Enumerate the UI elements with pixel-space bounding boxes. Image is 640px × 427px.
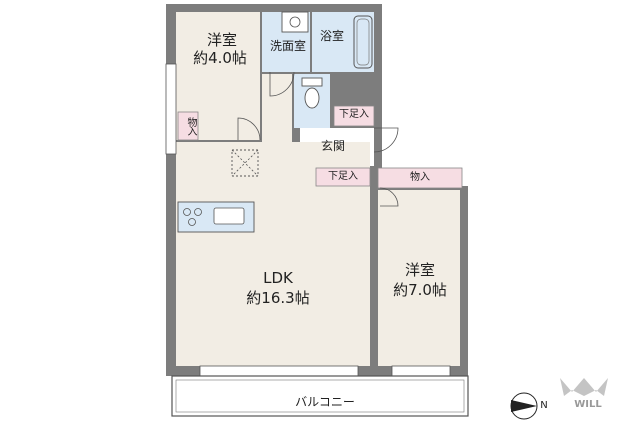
- western-room-2-name: 洋室: [404, 261, 435, 279]
- door-swing-entrance: [373, 127, 399, 153]
- bathroom-floor: [312, 12, 374, 72]
- stove-burner-3: [188, 218, 196, 226]
- western-room-1-name: 洋室: [206, 31, 237, 49]
- will-logo-icon: [560, 378, 608, 396]
- western-room-2-floor: [378, 190, 460, 366]
- basin-bowl: [289, 16, 301, 28]
- storage-2-box: [377, 167, 463, 189]
- shoe-closet-2-box: [315, 167, 371, 187]
- stove-burner-1: [183, 208, 191, 216]
- western-room-2-size: 約7.0帖: [393, 281, 447, 299]
- window-western-room-2: [391, 365, 451, 377]
- bathtub-inner: [356, 18, 370, 66]
- stove-burner-2: [194, 208, 202, 216]
- bathtub: [353, 15, 373, 69]
- north-arrow-pointer: [511, 400, 537, 412]
- shoe-closet-2-label: 下足入: [328, 171, 358, 182]
- balcony-area: [171, 375, 469, 417]
- balcony-name: バルコニー: [295, 395, 355, 409]
- storage-2-label: 物入: [410, 172, 430, 183]
- western-room-1-size: 約4.0帖: [193, 49, 247, 67]
- ldk-name: LDK: [263, 269, 293, 287]
- door-swing-western-room-1: [237, 117, 261, 141]
- logo-text: WILL: [574, 399, 602, 410]
- toilet-bowl: [304, 87, 320, 109]
- shoe-closet-1-label: 下足入: [339, 109, 369, 120]
- compass-label: N: [540, 400, 548, 411]
- storage-1-box: [177, 111, 199, 141]
- shoe-closet-1-box: [333, 105, 375, 127]
- washroom-name: 洗面室: [269, 39, 306, 53]
- bathroom-name: 浴室: [319, 29, 344, 43]
- toilet-tank: [301, 77, 323, 87]
- entrance-name: 玄関: [320, 139, 345, 153]
- ldk-size: 約16.3帖: [246, 289, 310, 307]
- storage-1-label: 物入: [185, 117, 196, 135]
- balcony-railing: [175, 379, 465, 413]
- door-swing-washroom: [269, 71, 295, 97]
- refrigerator-space: [231, 149, 259, 177]
- window-side: [165, 63, 177, 155]
- wash-basin: [281, 11, 309, 33]
- kitchen-sink: [213, 207, 245, 225]
- window-ldk: [199, 365, 359, 377]
- door-swing-western-room-2: [379, 187, 399, 207]
